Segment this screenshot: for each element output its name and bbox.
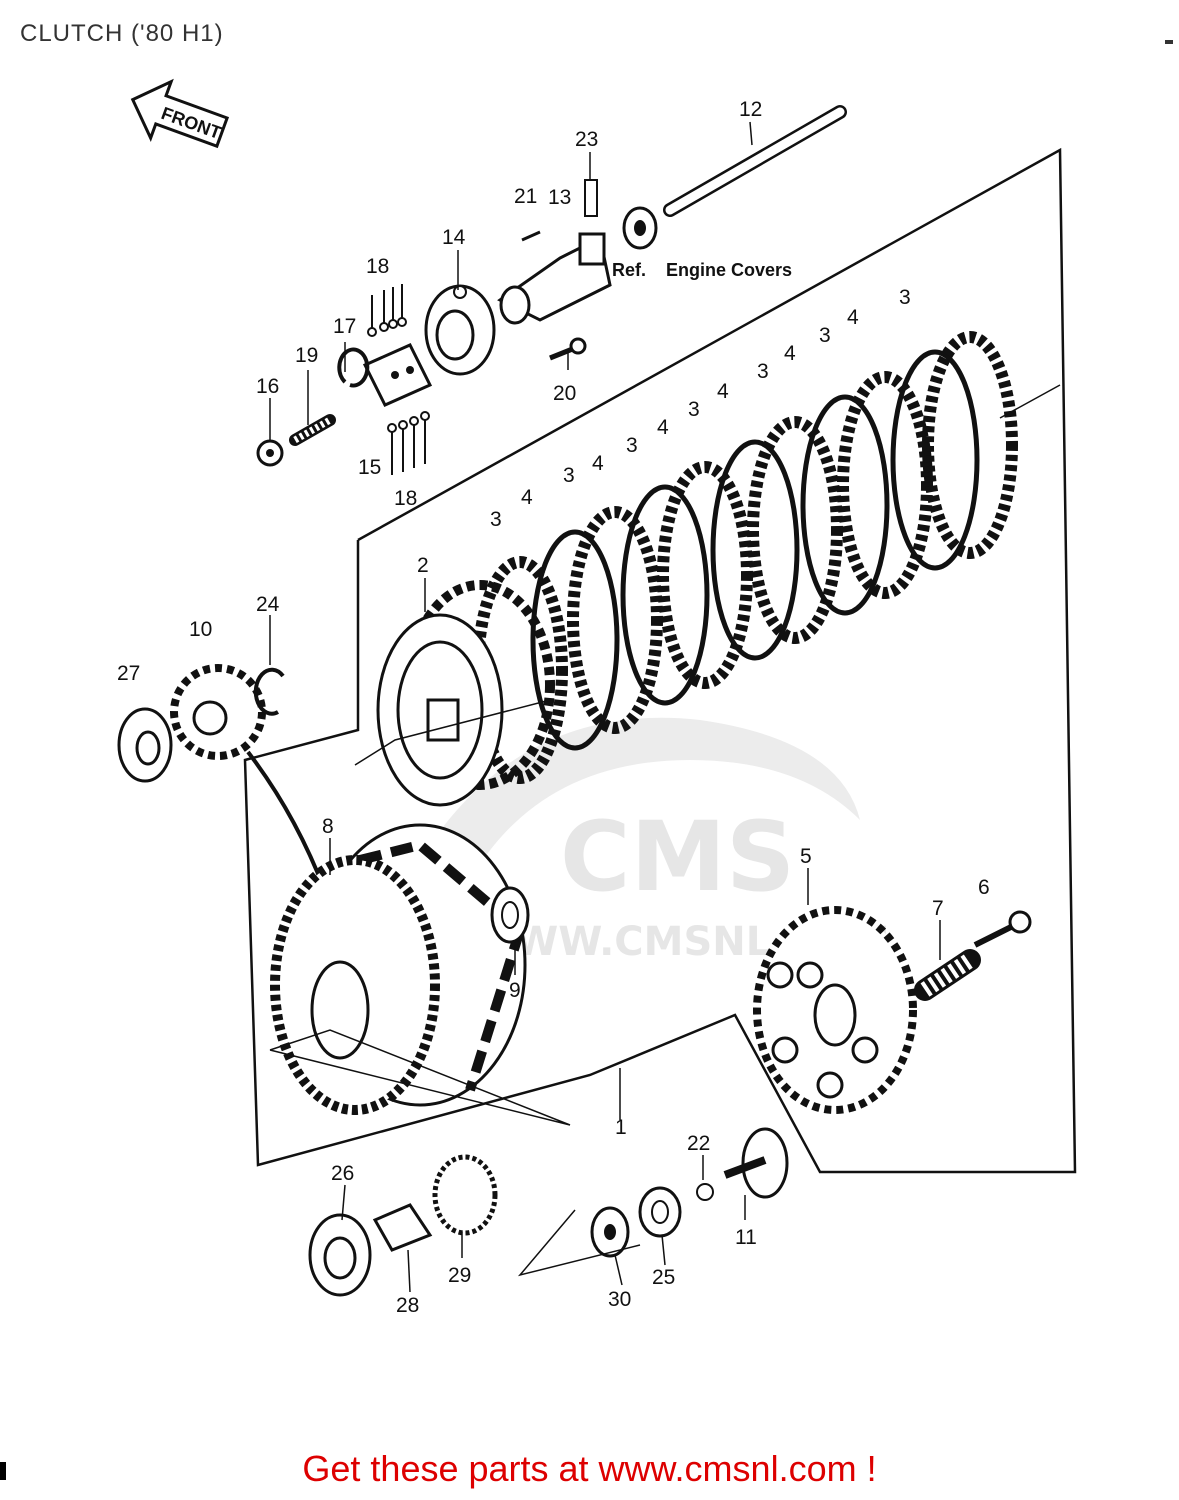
callout-3f: 3 <box>819 324 831 347</box>
callout-4d: 4 <box>717 380 729 403</box>
clutch-plates <box>472 331 1018 784</box>
callout-14: 14 <box>442 226 466 249</box>
callout-3c: 3 <box>626 434 638 457</box>
callout-18b: 18 <box>394 487 417 510</box>
leader-lines <box>269 121 1061 1293</box>
ref-label: Ref. <box>612 260 646 280</box>
ref-engine-covers: Engine Covers <box>666 260 792 280</box>
callout-4f: 4 <box>847 306 859 329</box>
callout-3b: 3 <box>563 464 575 487</box>
circlip <box>337 347 370 388</box>
callout-1: 1 <box>615 1116 627 1139</box>
callout-3e: 3 <box>757 360 769 383</box>
clutch-housing <box>270 823 527 1115</box>
screw <box>549 337 587 361</box>
hub-nut <box>638 1186 682 1238</box>
callout-11: 11 <box>735 1226 757 1249</box>
edge-mark <box>0 1462 6 1480</box>
callout-20: 20 <box>553 382 576 405</box>
release-housing <box>424 284 496 376</box>
callout-21: 21 <box>514 185 537 208</box>
release-holder <box>362 343 433 407</box>
pushrod <box>663 105 847 217</box>
assembly-boundary <box>243 147 1077 1174</box>
callout-18: 18 <box>366 255 389 278</box>
clutch-spring <box>914 949 981 1001</box>
callout-6: 6 <box>978 876 990 899</box>
page-title: CLUTCH ('80 H1) <box>20 20 224 47</box>
callout-28: 28 <box>396 1294 419 1317</box>
callout-3d: 3 <box>688 398 700 421</box>
housing-collar <box>308 1213 372 1297</box>
gear-circlip <box>253 667 285 716</box>
cover-seal <box>622 206 658 250</box>
callout-4c: 4 <box>657 416 669 439</box>
front-arrow-icon: FRONT <box>130 78 230 149</box>
thrust-washer <box>490 886 530 944</box>
watermark-logo: CMS <box>560 801 795 913</box>
callout-labels: 1 2 3 3 3 3 3 3 3 4 4 4 4 4 4 5 6 7 8 9 … <box>117 98 990 1317</box>
callout-30: 30 <box>608 1288 631 1311</box>
steel-balls <box>367 284 430 475</box>
callout-22: 22 <box>687 1132 710 1155</box>
corner-mark <box>1165 40 1173 44</box>
callout-26: 26 <box>331 1162 354 1185</box>
washer-guide <box>517 1209 641 1277</box>
gear-washer <box>117 707 173 783</box>
steel-ball <box>696 1183 714 1201</box>
bushing <box>372 1203 433 1252</box>
callout-2: 2 <box>417 554 429 577</box>
callout-3g: 3 <box>899 286 911 309</box>
release-lever <box>497 232 612 325</box>
callout-13: 13 <box>548 186 571 209</box>
callout-29: 29 <box>448 1264 471 1287</box>
callout-23: 23 <box>575 128 598 151</box>
callout-4b: 4 <box>592 452 604 475</box>
adjusting-screw-spring <box>289 414 336 446</box>
housing-guide <box>269 1029 571 1126</box>
callout-12: 12 <box>739 98 762 121</box>
cotter-pin <box>521 230 541 242</box>
callout-4e: 4 <box>784 342 796 365</box>
callout-5: 5 <box>800 845 812 868</box>
clutch-hub <box>376 580 555 807</box>
callout-4: 4 <box>521 486 533 509</box>
pushrod-end <box>723 1127 789 1199</box>
lock-nut <box>256 439 284 467</box>
hub-washer <box>590 1206 630 1258</box>
callout-17: 17 <box>333 315 356 338</box>
callout-24: 24 <box>256 593 280 616</box>
needle-bearing <box>432 1154 498 1236</box>
callout-19: 19 <box>295 344 318 367</box>
callout-7: 7 <box>932 897 944 920</box>
callout-8: 8 <box>322 815 334 838</box>
callout-16: 16 <box>256 375 279 398</box>
callout-27: 27 <box>117 662 140 685</box>
promo-banner: Get these parts at www.cmsnl.com ! <box>302 1448 877 1489</box>
hub-guide <box>354 699 551 766</box>
pressure-plate <box>753 906 917 1114</box>
clutch-bolt <box>973 910 1032 948</box>
callout-3: 3 <box>490 508 502 531</box>
spring-pin <box>584 179 598 217</box>
callout-10: 10 <box>189 618 212 641</box>
callout-9: 9 <box>509 979 521 1002</box>
callout-25: 25 <box>652 1266 675 1289</box>
primary-gear <box>170 664 266 760</box>
callout-15: 15 <box>358 456 381 479</box>
